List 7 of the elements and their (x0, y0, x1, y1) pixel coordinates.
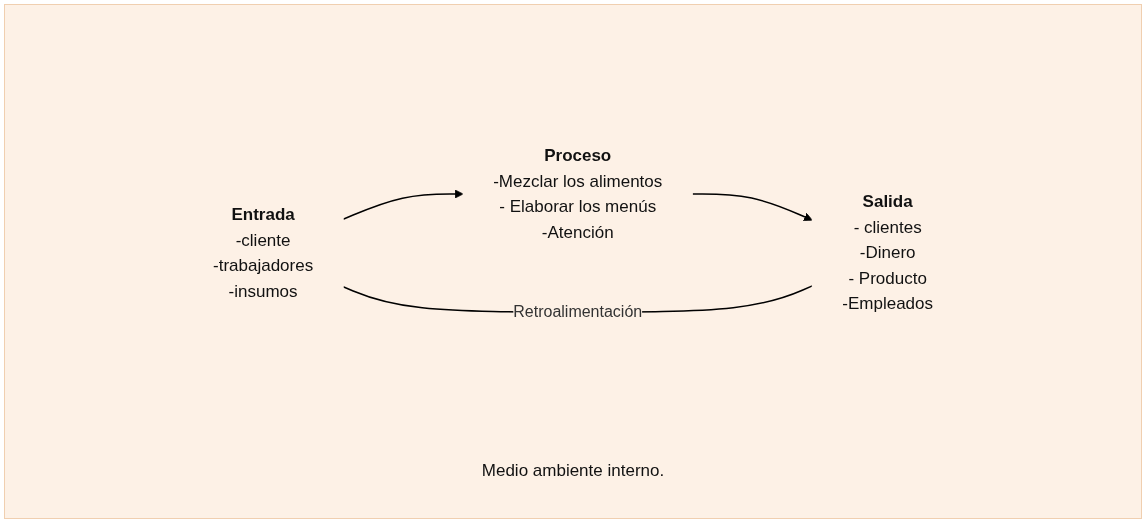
node-text: Entrada -cliente -trabajadores -insumos (213, 205, 314, 301)
arrow (342, 189, 464, 221)
node-text: Proceso -Mezclar los alimentos - Elaborar los menús -Atención (493, 146, 663, 242)
node-text: Salida - clientes -Dinero - Producto -Empleados (842, 192, 933, 314)
edge-label: Retroalimentación (513, 303, 643, 321)
arrow (691, 193, 813, 222)
note-text: Medio ambiente interno. (481, 461, 665, 481)
